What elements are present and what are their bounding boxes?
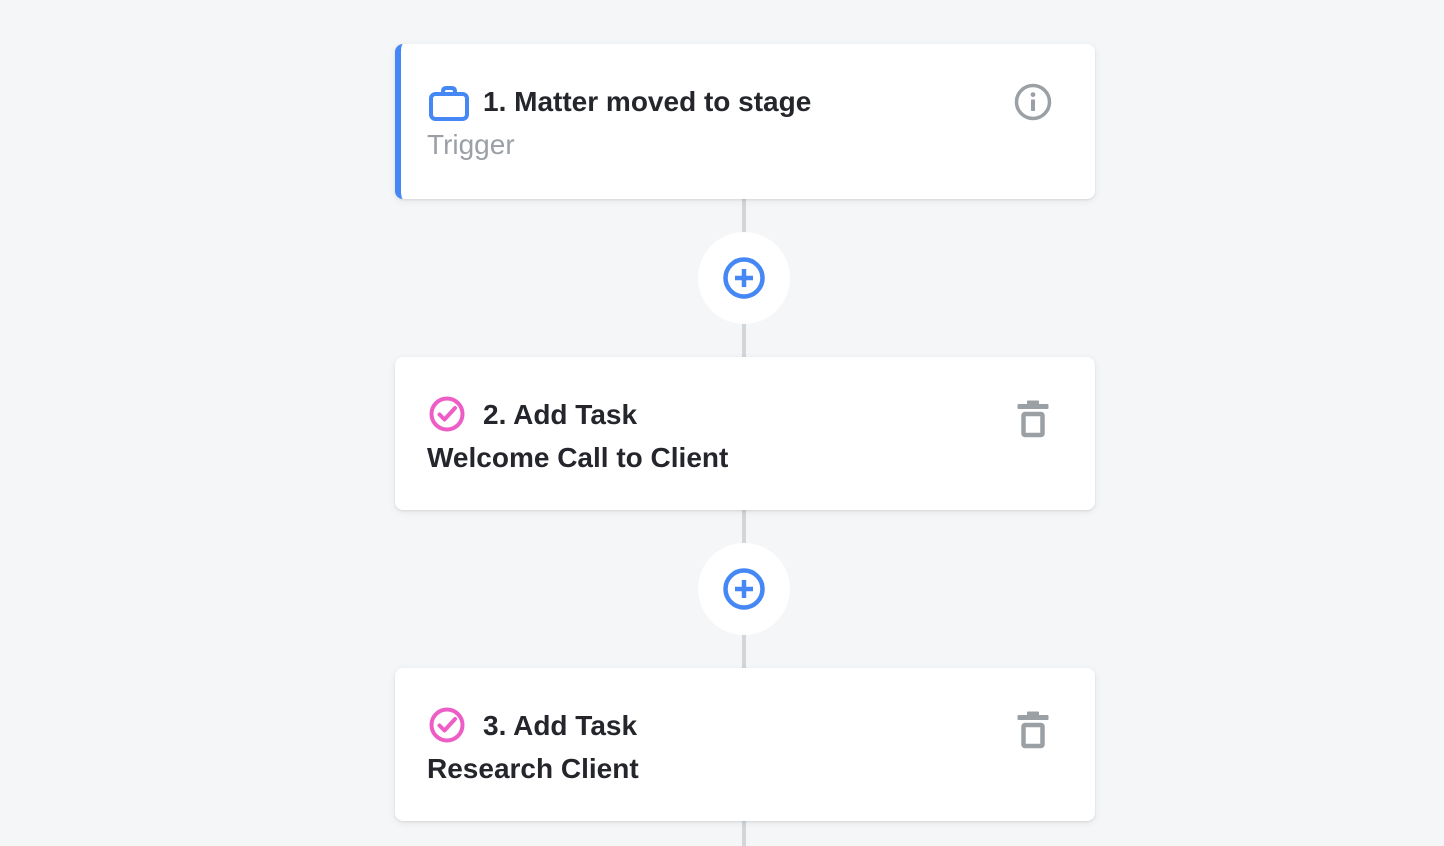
plus-circle-icon bbox=[721, 255, 767, 301]
info-button[interactable] bbox=[1014, 83, 1052, 121]
delete-step-button[interactable] bbox=[1015, 398, 1051, 438]
step-title: 2. Add Task bbox=[483, 399, 638, 430]
trash-icon bbox=[1015, 400, 1051, 441]
step-title: 1. Matter moved to stage bbox=[483, 86, 812, 117]
connector-line bbox=[742, 199, 746, 846]
plus-circle-icon bbox=[721, 566, 767, 612]
add-step-button[interactable] bbox=[698, 232, 790, 324]
step-subtitle: Welcome Call to Client bbox=[427, 442, 729, 473]
check-circle-icon bbox=[429, 707, 465, 748]
step-title: 3. Add Task bbox=[483, 710, 638, 741]
workflow-step-3-card[interactable]: 3. Add Task Research Client bbox=[395, 668, 1095, 821]
info-icon bbox=[1014, 83, 1052, 124]
add-step-button[interactable] bbox=[698, 543, 790, 635]
step-subtitle: Research Client bbox=[427, 753, 639, 784]
trash-icon bbox=[1015, 711, 1051, 752]
briefcase-icon bbox=[429, 84, 469, 126]
workflow-step-2-card[interactable]: 2. Add Task Welcome Call to Client bbox=[395, 357, 1095, 510]
workflow-step-trigger-card[interactable]: 1. Matter moved to stage Trigger bbox=[395, 44, 1095, 199]
check-circle-icon bbox=[429, 396, 465, 437]
step-subtitle: Trigger bbox=[427, 129, 515, 160]
delete-step-button[interactable] bbox=[1015, 709, 1051, 749]
